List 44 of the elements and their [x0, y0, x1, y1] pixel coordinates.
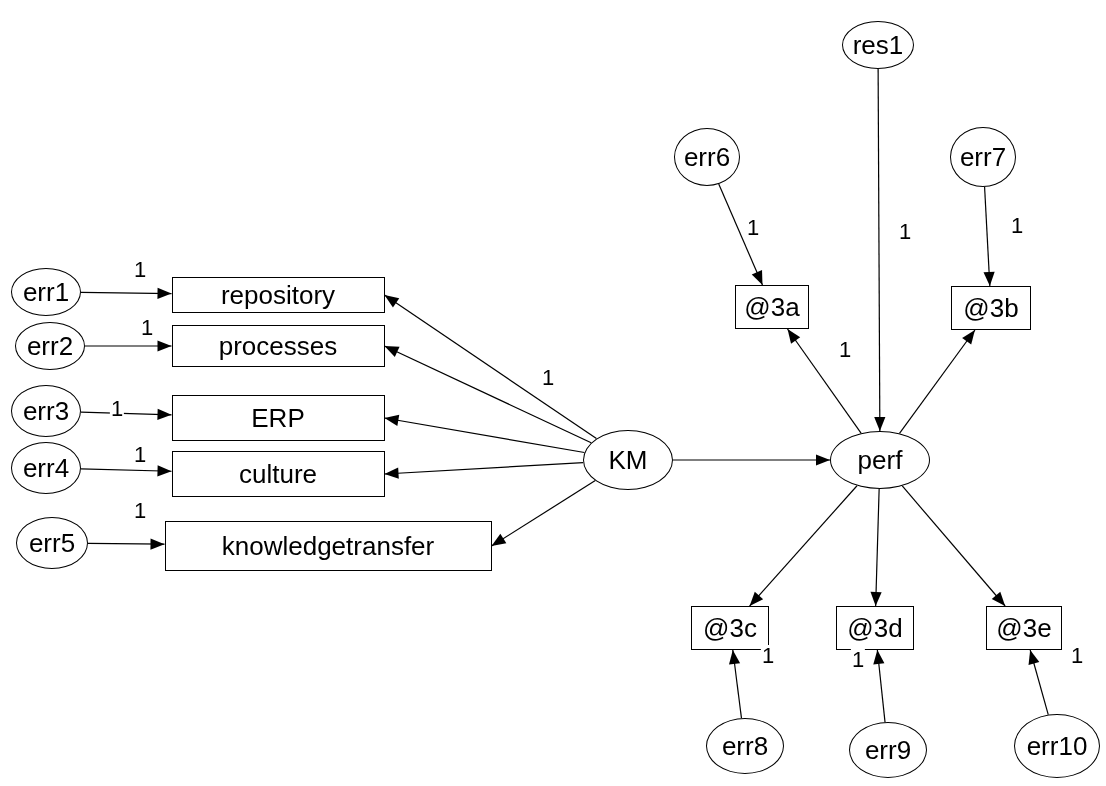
variable-box: knowledgetransfer: [164, 521, 492, 571]
variable-ellipse: res1: [842, 21, 914, 69]
arrow: [718, 183, 764, 286]
arrow: [87, 538, 166, 550]
arrow: [898, 329, 976, 434]
variable-box: ERP: [171, 395, 385, 441]
arrow: [749, 485, 858, 607]
arrow: [786, 328, 862, 434]
variable-ellipse: err5: [16, 517, 88, 569]
arrow: [383, 294, 598, 440]
variable-box: @3b: [951, 286, 1031, 330]
arrow: [672, 454, 831, 466]
arrow: [490, 480, 596, 547]
arrow: [80, 465, 173, 477]
arrow: [80, 408, 173, 420]
variable-box: @3d: [836, 606, 914, 650]
variable-ellipse: perf: [830, 431, 930, 489]
arrow: [901, 485, 1006, 607]
variable-box: culture: [171, 451, 385, 497]
arrow: [84, 340, 173, 352]
arrow: [383, 345, 592, 444]
arrow: [383, 461, 584, 479]
arrow: [729, 649, 743, 719]
variable-box: processes: [171, 325, 385, 367]
variable-ellipse: err8: [706, 718, 784, 774]
variable-ellipse: err10: [1014, 714, 1100, 778]
arrow: [870, 488, 882, 607]
variable-ellipse: err4: [11, 442, 81, 494]
variable-box: repository: [171, 277, 385, 313]
variable-ellipse: err6: [674, 128, 740, 186]
variable-box: @3e: [986, 606, 1062, 650]
variable-ellipse: err3: [11, 385, 81, 437]
variable-ellipse: KM: [583, 430, 673, 490]
arrow: [1028, 649, 1049, 716]
arrow: [383, 414, 586, 454]
variable-box: @3a: [735, 285, 809, 329]
variable-ellipse: err9: [849, 722, 927, 778]
arrow: [873, 649, 886, 723]
arrow: [983, 186, 995, 287]
variable-ellipse: err7: [950, 127, 1016, 187]
arrow: [874, 68, 886, 432]
arrow: [80, 287, 173, 300]
variable-ellipse: err1: [11, 268, 81, 316]
variable-ellipse: err2: [15, 322, 85, 370]
